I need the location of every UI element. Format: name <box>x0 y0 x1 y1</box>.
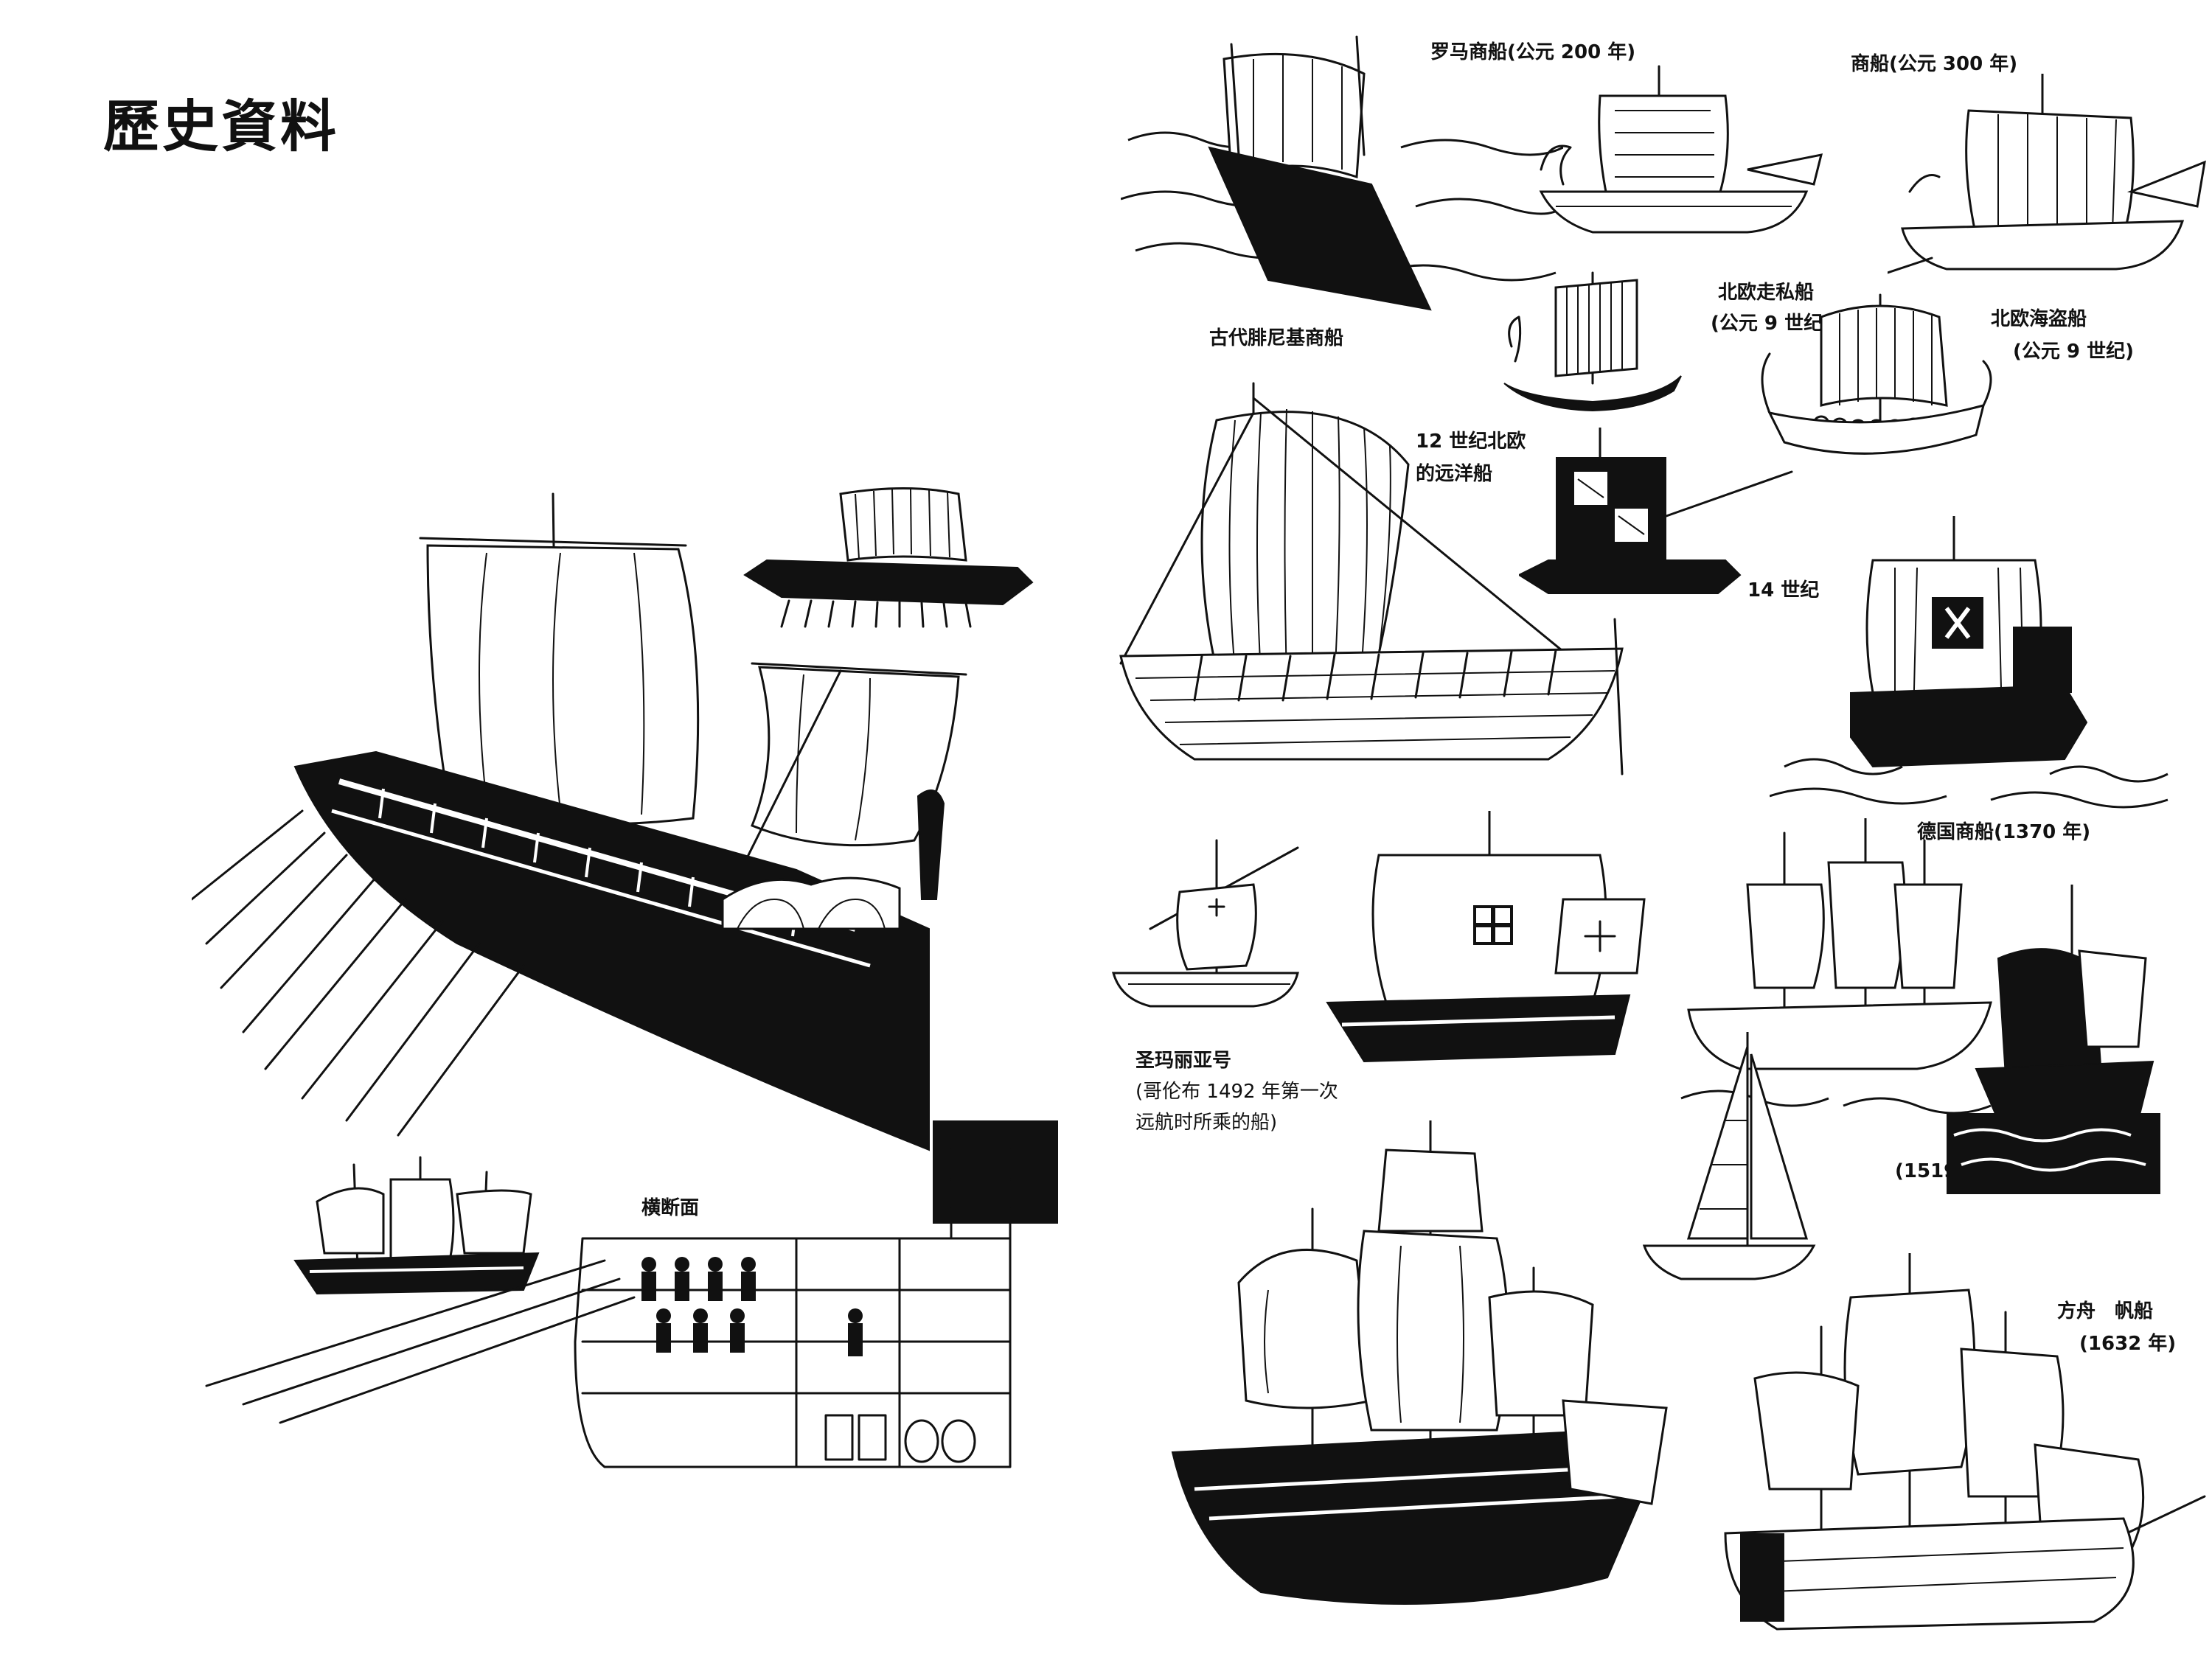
left-page: 歷史資料 <box>103 94 1062 1504</box>
caption-roman: 罗马商船(公元 200 年) <box>1430 41 1636 63</box>
caption-pirate-2: (公元 9 世纪) <box>2013 341 2134 363</box>
caption-ark-2: (1632 年) <box>2079 1333 2177 1355</box>
caption-santa-maria-2: (哥伦布 1492 年第一次 <box>1135 1081 1338 1103</box>
phoenician-ship-illustration <box>1121 29 1563 317</box>
cross-section-label: 横断面 <box>641 1197 700 1219</box>
caption-merchant-300: 商船(公元 300 年) <box>1851 53 2018 75</box>
small-carrack-illustration <box>1106 833 1327 1017</box>
cog-14th-century-illustration <box>1519 428 1799 597</box>
caption-pirate-1: 北欧海盗船 <box>1991 308 2087 330</box>
caption-santa-maria-3: 远航时所乘的船) <box>1135 1112 1278 1134</box>
caption-nordic12-1: 12 世纪北欧 <box>1416 430 1526 453</box>
caption-santa-maria-1: 圣玛丽亚号 <box>1135 1050 1232 1072</box>
nordic-ocean-ship-illustration <box>1106 376 1637 789</box>
caption-ark-1: 方舟 帆船 <box>2057 1300 2154 1322</box>
caption-nordic12-2: 的远洋船 <box>1416 463 1493 485</box>
merchant-300-illustration <box>1888 74 2212 280</box>
ship-1519-illustration <box>1674 818 2013 1128</box>
galleon-dark-sea-illustration <box>1947 885 2160 1194</box>
small-sailboat-illustration <box>1637 1032 1821 1283</box>
caption-german-merchant: 德国商船(1370 年) <box>1917 821 2091 843</box>
cross-section-illustration <box>192 1120 1018 1504</box>
large-galleon-illustration <box>1150 1120 1681 1636</box>
roman-galley-illustration <box>192 487 1062 1224</box>
small-galley-illustration <box>737 479 1040 634</box>
caption-14th-century: 14 世纪 <box>1747 579 1820 602</box>
nordic-smuggler-illustration <box>1497 265 1688 413</box>
german-merchant-illustration <box>1770 516 2183 811</box>
roman-merchant-illustration <box>1526 59 1836 236</box>
santa-maria-illustration <box>1320 811 1659 1091</box>
ark-1632-illustration <box>1711 1253 2212 1651</box>
viking-ship-illustration <box>1755 287 1998 472</box>
caption-smuggler-1: 北欧走私船 <box>1718 282 1815 304</box>
caption-smuggler-2: (公元 9 世纪 <box>1711 313 1823 335</box>
right-page: 古代腓尼基商船 罗马商船(公元 200 年) 商船(公元 300 年) <box>1106 0 2212 1663</box>
page-title: 歷史資料 <box>103 94 339 159</box>
caravel-illustration <box>288 1150 546 1297</box>
caption-phoenician: 古代腓尼基商船 <box>1209 327 1344 349</box>
